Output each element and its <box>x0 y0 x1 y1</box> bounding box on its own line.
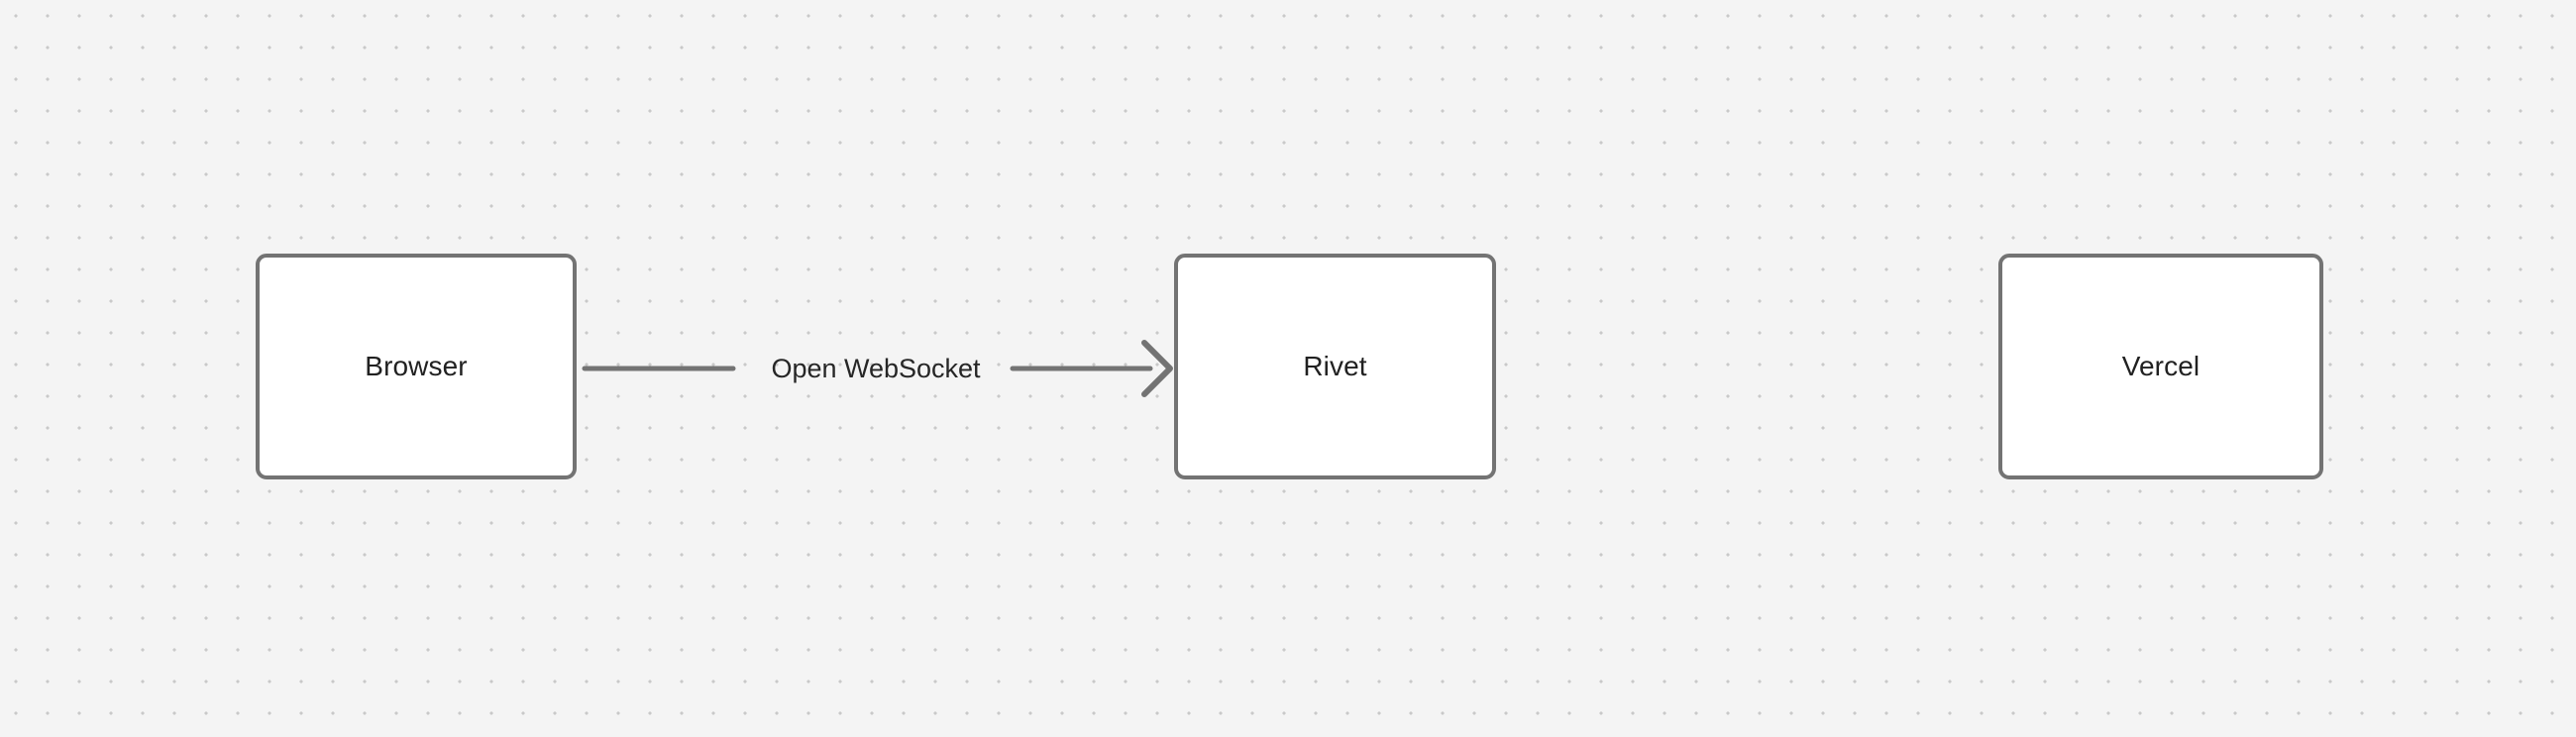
edge-label-open-websocket[interactable]: Open WebSocket <box>771 353 981 383</box>
edge-arrowhead-icon <box>1141 340 1173 397</box>
node-rivet[interactable]: Rivet <box>1174 254 1496 479</box>
edge-browser-to-rivet[interactable] <box>582 340 1173 397</box>
node-vercel[interactable]: Vercel <box>1998 254 2323 479</box>
node-browser-label: Browser <box>365 351 468 382</box>
node-vercel-label: Vercel <box>2121 351 2200 382</box>
node-browser[interactable]: Browser <box>256 254 577 479</box>
node-rivet-label: Rivet <box>1303 351 1367 382</box>
